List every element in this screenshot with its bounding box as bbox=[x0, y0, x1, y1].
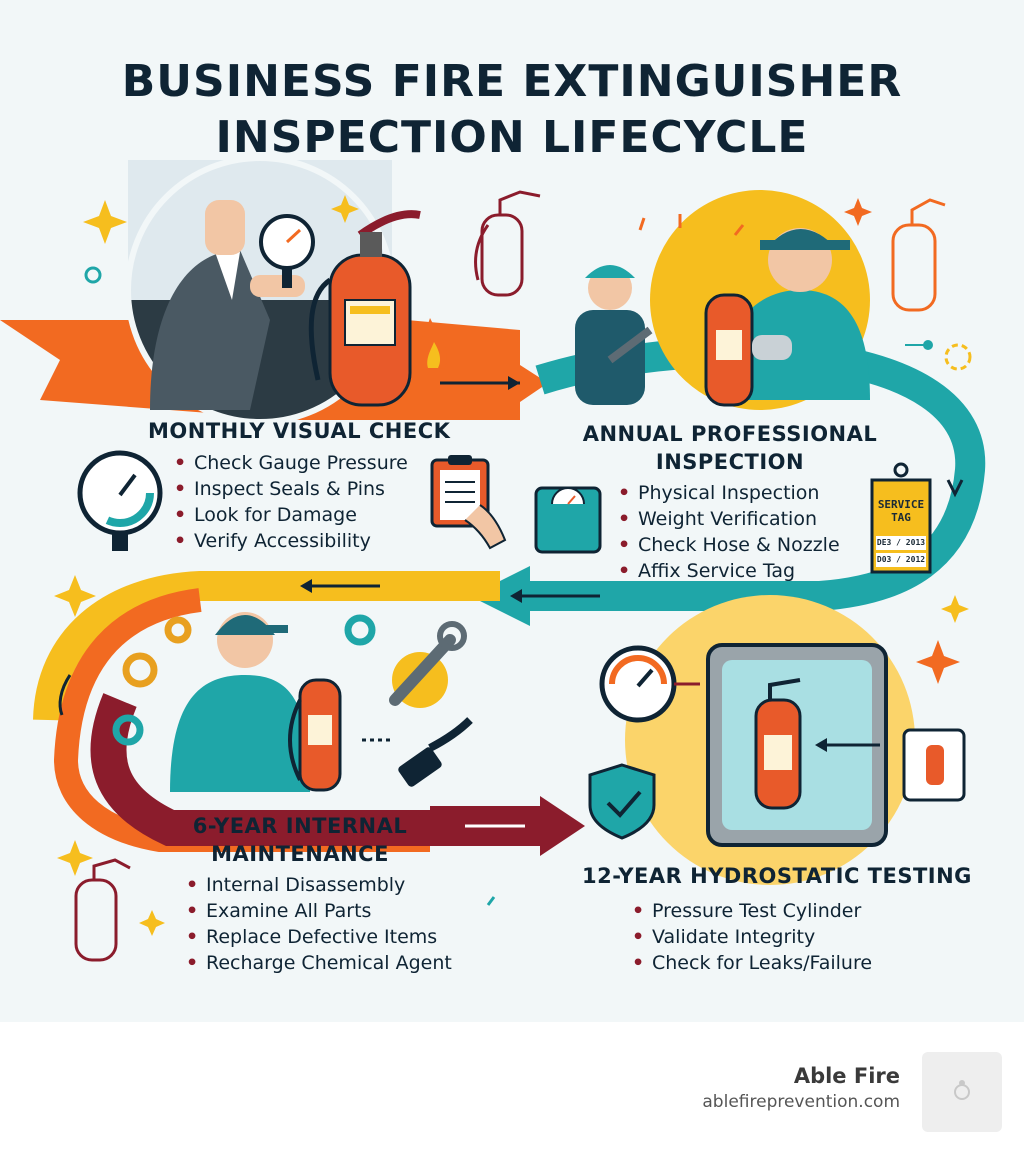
brand-name: Able Fire bbox=[793, 1064, 900, 1088]
gear-icon-teal bbox=[112, 614, 376, 746]
twelve-year-heading: 12-YEAR HYDROSTATIC TESTING bbox=[582, 864, 972, 888]
monthly-checklist: Check Gauge Pressure Inspect Seals & Pin… bbox=[174, 450, 408, 554]
list-item: Weight Verification bbox=[618, 506, 840, 532]
footer: Able Fire ablefireprevention.com bbox=[0, 1022, 1024, 1154]
clipboard-icon bbox=[430, 455, 507, 550]
wrench-icon bbox=[389, 621, 467, 706]
service-tag-row-1: DE3 / 2013 bbox=[876, 538, 926, 547]
list-item: Pressure Test Cylinder bbox=[632, 898, 872, 924]
infographic-artwork bbox=[0, 158, 986, 962]
flow-arrow-annual-to-six-year bbox=[33, 571, 500, 721]
service-tag-icon bbox=[870, 462, 932, 574]
list-item: Inspect Seals & Pins bbox=[174, 476, 408, 502]
title-line-1: BUSINESS FIRE EXTINGUISHER bbox=[121, 56, 903, 107]
monthly-heading: MONTHLY VISUAL CHECK bbox=[148, 419, 451, 443]
list-item: Validate Integrity bbox=[632, 924, 872, 950]
logo-icon bbox=[954, 1080, 970, 1100]
title-line-2: INSPECTION LIFECYCLE bbox=[215, 112, 809, 163]
wrench-icon-annual bbox=[607, 326, 653, 364]
pressure-gauge-icon bbox=[599, 645, 700, 723]
outline-extinguisher-icon-bottom bbox=[74, 858, 131, 962]
infographic-canvas: BUSINESS FIRE EXTINGUISHER INSPECTION LI… bbox=[0, 0, 1024, 1022]
list-item: Check Hose & Nozzle bbox=[618, 532, 840, 558]
list-item: Check for Leaks/Failure bbox=[632, 950, 872, 976]
extinguisher-cabinet-icon bbox=[902, 728, 966, 802]
list-item: Recharge Chemical Agent bbox=[186, 950, 452, 976]
outline-extinguisher-icon-right bbox=[891, 198, 946, 312]
service-tag-line-1: SERVICE bbox=[877, 498, 925, 511]
service-tag-label: SERVICE TAG bbox=[872, 498, 930, 524]
six-year-heading-line-2: MAINTENANCE bbox=[211, 842, 389, 866]
list-item: Examine All Parts bbox=[186, 898, 452, 924]
outline-extinguisher-icon bbox=[474, 190, 541, 297]
service-tag-row-2: D03 / 2012 bbox=[876, 555, 926, 564]
list-item: Verify Accessibility bbox=[174, 528, 408, 554]
list-item: Affix Service Tag bbox=[618, 558, 840, 584]
test-chamber-icon bbox=[706, 643, 888, 847]
gear-icon bbox=[122, 616, 192, 688]
list-item: Check Gauge Pressure bbox=[174, 450, 408, 476]
list-item: Replace Defective Items bbox=[186, 924, 452, 950]
six-year-heading-line-1: 6-YEAR INTERNAL bbox=[192, 814, 408, 838]
annual-heading-line-2: INSPECTION bbox=[655, 450, 805, 474]
six-year-checklist: Internal Disassembly Examine All Parts R… bbox=[186, 872, 452, 976]
gauge-icon-large bbox=[77, 450, 163, 551]
annual-heading-line-1: ANNUAL PROFESSIONAL bbox=[582, 422, 878, 446]
list-item: Internal Disassembly bbox=[186, 872, 452, 898]
scale-icon bbox=[534, 486, 602, 554]
brand-url[interactable]: ablefireprevention.com bbox=[702, 1092, 900, 1112]
annual-heading: ANNUAL PROFESSIONAL INSPECTION bbox=[580, 420, 880, 476]
nozzle-icon bbox=[398, 717, 473, 787]
six-year-heading: 6-YEAR INTERNAL MAINTENANCE bbox=[150, 812, 450, 868]
annual-checklist: Physical Inspection Weight Verification … bbox=[618, 480, 840, 584]
list-item: Physical Inspection bbox=[618, 480, 840, 506]
twelve-year-checklist: Pressure Test Cylinder Validate Integrit… bbox=[632, 898, 872, 976]
list-item: Look for Damage bbox=[174, 502, 408, 528]
service-tag-line-2: TAG bbox=[891, 511, 911, 524]
page-title: BUSINESS FIRE EXTINGUISHER INSPECTION LI… bbox=[0, 54, 1024, 166]
brand-logo[interactable] bbox=[922, 1052, 1002, 1132]
shield-check-icon bbox=[588, 763, 656, 840]
